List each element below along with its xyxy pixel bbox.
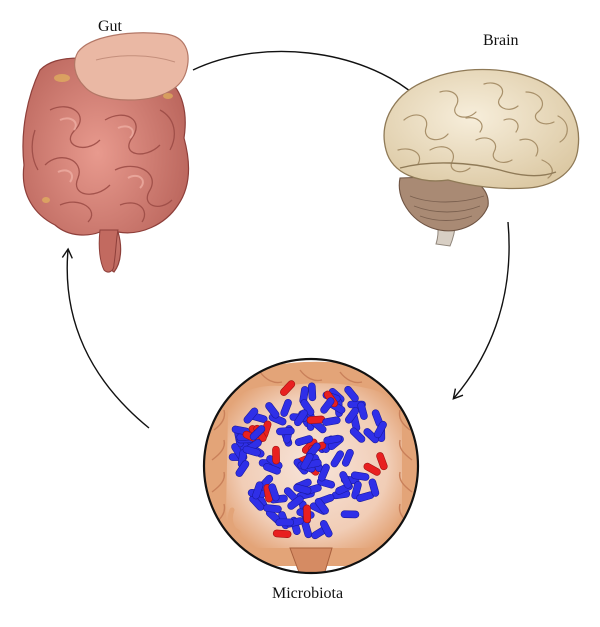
bacterium-blue (368, 478, 380, 497)
bacterium-blue (294, 409, 308, 427)
bacterium-blue (344, 385, 359, 403)
bacterium-blue (314, 498, 329, 515)
bacterium-blue (317, 463, 330, 482)
bacterium-blue (373, 420, 387, 439)
bacterium-blue (276, 427, 295, 436)
bacterium-blue (363, 428, 380, 444)
arrow-microbiota-to-gut (61, 247, 150, 429)
bacterium-blue (252, 481, 264, 500)
bacterium-red (303, 504, 311, 524)
bacterium-blue (351, 481, 362, 500)
bacterium-blue (249, 425, 266, 441)
bacterium-blue (345, 407, 360, 424)
gut-label: Gut (98, 18, 122, 35)
gut-illustration (22, 32, 190, 273)
bacterium-red (363, 462, 381, 476)
bacterium-blue (275, 518, 295, 527)
bacterium-red (272, 445, 280, 465)
bacterium-blue (340, 510, 360, 519)
bacterium-blue (322, 416, 341, 426)
microbiota-label: Microbiota (272, 585, 344, 602)
bacterium-blue (294, 435, 313, 446)
bacterium-blue (300, 452, 314, 471)
bacterium-blue (263, 504, 282, 513)
bacteria-cluster (228, 380, 388, 540)
bacterium-blue (320, 397, 335, 414)
bacterium-blue (349, 427, 366, 443)
bacterium-blue (280, 398, 292, 417)
bacterium-blue (242, 445, 261, 457)
bacterium-blue (330, 450, 345, 468)
bacterium-blue (293, 483, 312, 495)
bacterium-blue (341, 448, 354, 467)
bacterium-blue (339, 471, 352, 489)
bacterium-red (280, 380, 296, 396)
bacterium-blue (319, 520, 333, 538)
arrow-gut-to-brain (192, 50, 418, 98)
bacterium-blue (308, 382, 317, 402)
bacterium-blue (268, 483, 280, 502)
arrow-brain-to-microbiota (452, 221, 510, 400)
bacterium-blue (243, 407, 259, 424)
microbiota-illustration (202, 357, 420, 575)
bacterium-blue (235, 460, 250, 477)
bacterium-blue (350, 471, 370, 481)
bacterium-red (376, 452, 388, 471)
brain-illustration (383, 68, 580, 247)
bacterium-blue (357, 401, 368, 420)
bacterium-blue (323, 434, 342, 445)
bacterium-blue (265, 402, 280, 419)
bacterium-red (272, 529, 292, 538)
bacterium-blue (287, 495, 304, 510)
bacterium-blue (263, 463, 281, 475)
brain-label: Brain (483, 32, 519, 49)
